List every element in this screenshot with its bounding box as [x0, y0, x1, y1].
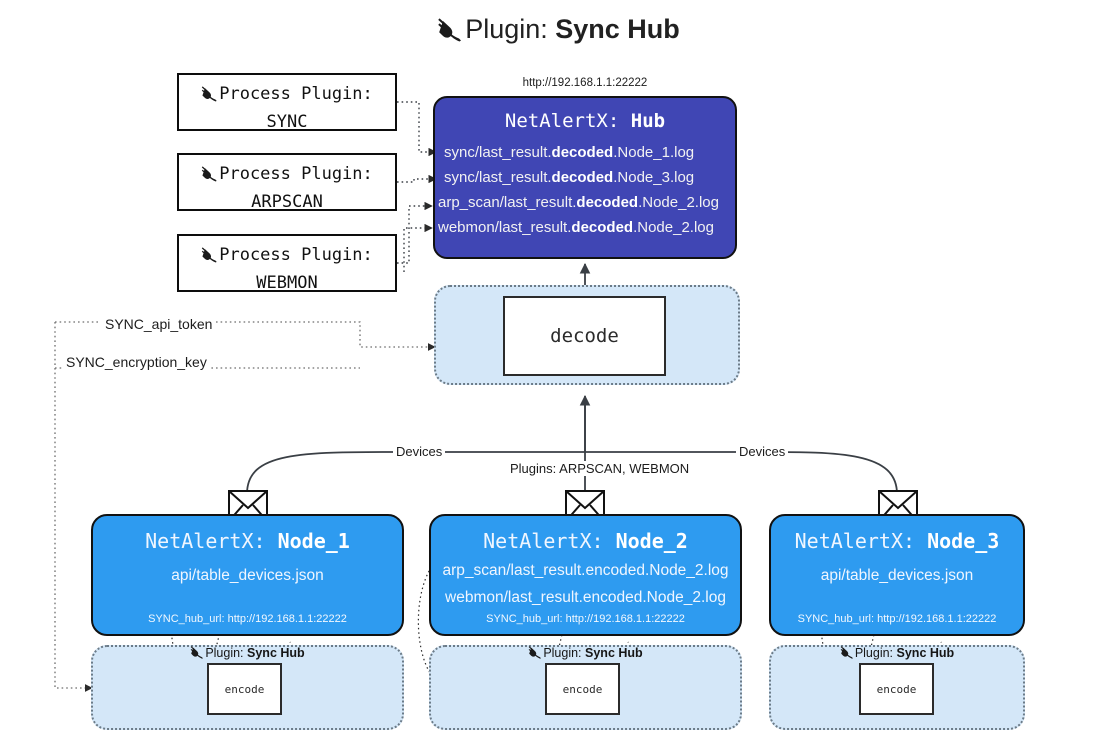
process-plugin-box-sync[interactable]: Process Plugin: SYNC [177, 73, 397, 132]
node-box-node-1[interactable]: NetAlertX: Node_1 api/table_devices.json… [91, 514, 404, 636]
plugin-caption-node-3: Plugin: Sync Hub [769, 646, 1025, 662]
plugin-caption-node-1: Plugin: Sync Hub [91, 646, 404, 662]
node-hub-url: SYNC_hub_url: http://192.168.1.1:22222 [148, 613, 347, 625]
process-plugin-name: WEBMON [256, 272, 318, 293]
hub-url-label: http://192.168.1.1:22222 [522, 77, 648, 89]
plug-icon [840, 646, 854, 662]
node-title: NetAlertX: Node_3 [794, 529, 1000, 553]
process-plugin-box-webmon[interactable]: Process Plugin: WEBMON [177, 234, 397, 293]
hub-log-line: sync/last_result.decoded.Node_1.log [444, 144, 695, 161]
plugin-caption-prefix: Plugin: [854, 646, 897, 660]
node-hub-url: SYNC_hub_url: http://192.168.1.1:22222 [797, 613, 997, 625]
edge-label-plugins-center: Plugins: ARPSCAN, WEBMON [507, 461, 693, 476]
node-log-line: api/table_devices.json [820, 567, 974, 584]
plug-icon [528, 646, 542, 662]
node-log-list: arp_scan/last_result.encoded.Node_2.log … [431, 557, 740, 611]
plug-icon [437, 18, 463, 49]
node-title: NetAlertX: Node_2 [483, 529, 688, 553]
process-plugin-box-arpscan[interactable]: Process Plugin: ARPSCAN [177, 153, 397, 212]
page-title-prefix: Plugin: [465, 14, 556, 44]
hub-title: NetAlertX: Hub [504, 110, 666, 132]
edge-label-devices-right: Devices [736, 444, 789, 459]
node-title: NetAlertX: Node_1 [145, 529, 350, 553]
decode-box[interactable]: decode [503, 296, 666, 376]
hub-box[interactable]: NetAlertX: Hub sync/last_result.decoded.… [433, 96, 737, 259]
plugin-caption-name: Sync Hub [896, 646, 955, 660]
node-log-line: webmon/last_result.encoded.Node_2.log [445, 589, 726, 606]
node-box-node-3[interactable]: NetAlertX: Node_3 api/table_devices.json… [769, 514, 1025, 636]
hub-log-line: sync/last_result.decoded.Node_3.log [444, 169, 695, 186]
process-plugin-name: ARPSCAN [251, 191, 323, 212]
page-title-name: Sync Hub [555, 14, 680, 44]
node-log-line: arp_scan/last_result.encoded.Node_2.log [442, 562, 729, 579]
plug-icon [190, 646, 204, 662]
encode-box-node-3[interactable]: encode [859, 663, 934, 715]
plug-icon [201, 246, 218, 271]
plugin-caption-name: Sync Hub [247, 646, 305, 660]
plug-icon [201, 165, 218, 190]
hub-log-line: arp_scan/last_result.decoded.Node_2.log [438, 194, 719, 211]
process-plugin-label: Process Plugin: [219, 245, 373, 265]
plugin-caption-node-2: Plugin: Sync Hub [429, 646, 742, 662]
process-plugin-label: Process Plugin: [219, 84, 373, 104]
hub-log-line: webmon/last_result.decoded.Node_2.log [438, 219, 714, 236]
node-box-node-2[interactable]: NetAlertX: Node_2 arp_scan/last_result.e… [429, 514, 742, 636]
node-hub-url: SYNC_hub_url: http://192.168.1.1:22222 [486, 613, 685, 625]
plugin-caption-prefix: Plugin: [205, 646, 248, 660]
process-plugin-name: SYNC [266, 111, 308, 132]
token-label-encryption: SYNC_encryption_key [62, 354, 211, 370]
plug-icon [201, 85, 218, 110]
node-log-list: api/table_devices.json [771, 562, 1023, 589]
encode-box-node-1[interactable]: encode [207, 663, 282, 715]
hub-log-list: sync/last_result.decoded.Node_1.log sync… [435, 140, 735, 240]
node-log-list: api/table_devices.json [93, 562, 402, 589]
encode-box-node-2[interactable]: encode [545, 663, 620, 715]
node-log-line: api/table_devices.json [171, 567, 324, 584]
process-plugin-label: Process Plugin: [219, 164, 373, 184]
plugin-caption-name: Sync Hub [585, 646, 643, 660]
plugin-caption-prefix: Plugin: [543, 646, 586, 660]
edge-label-devices-left: Devices [393, 444, 446, 459]
token-label-api: SYNC_api_token [101, 316, 217, 332]
page-title: Plugin: Sync Hub [0, 14, 1117, 49]
